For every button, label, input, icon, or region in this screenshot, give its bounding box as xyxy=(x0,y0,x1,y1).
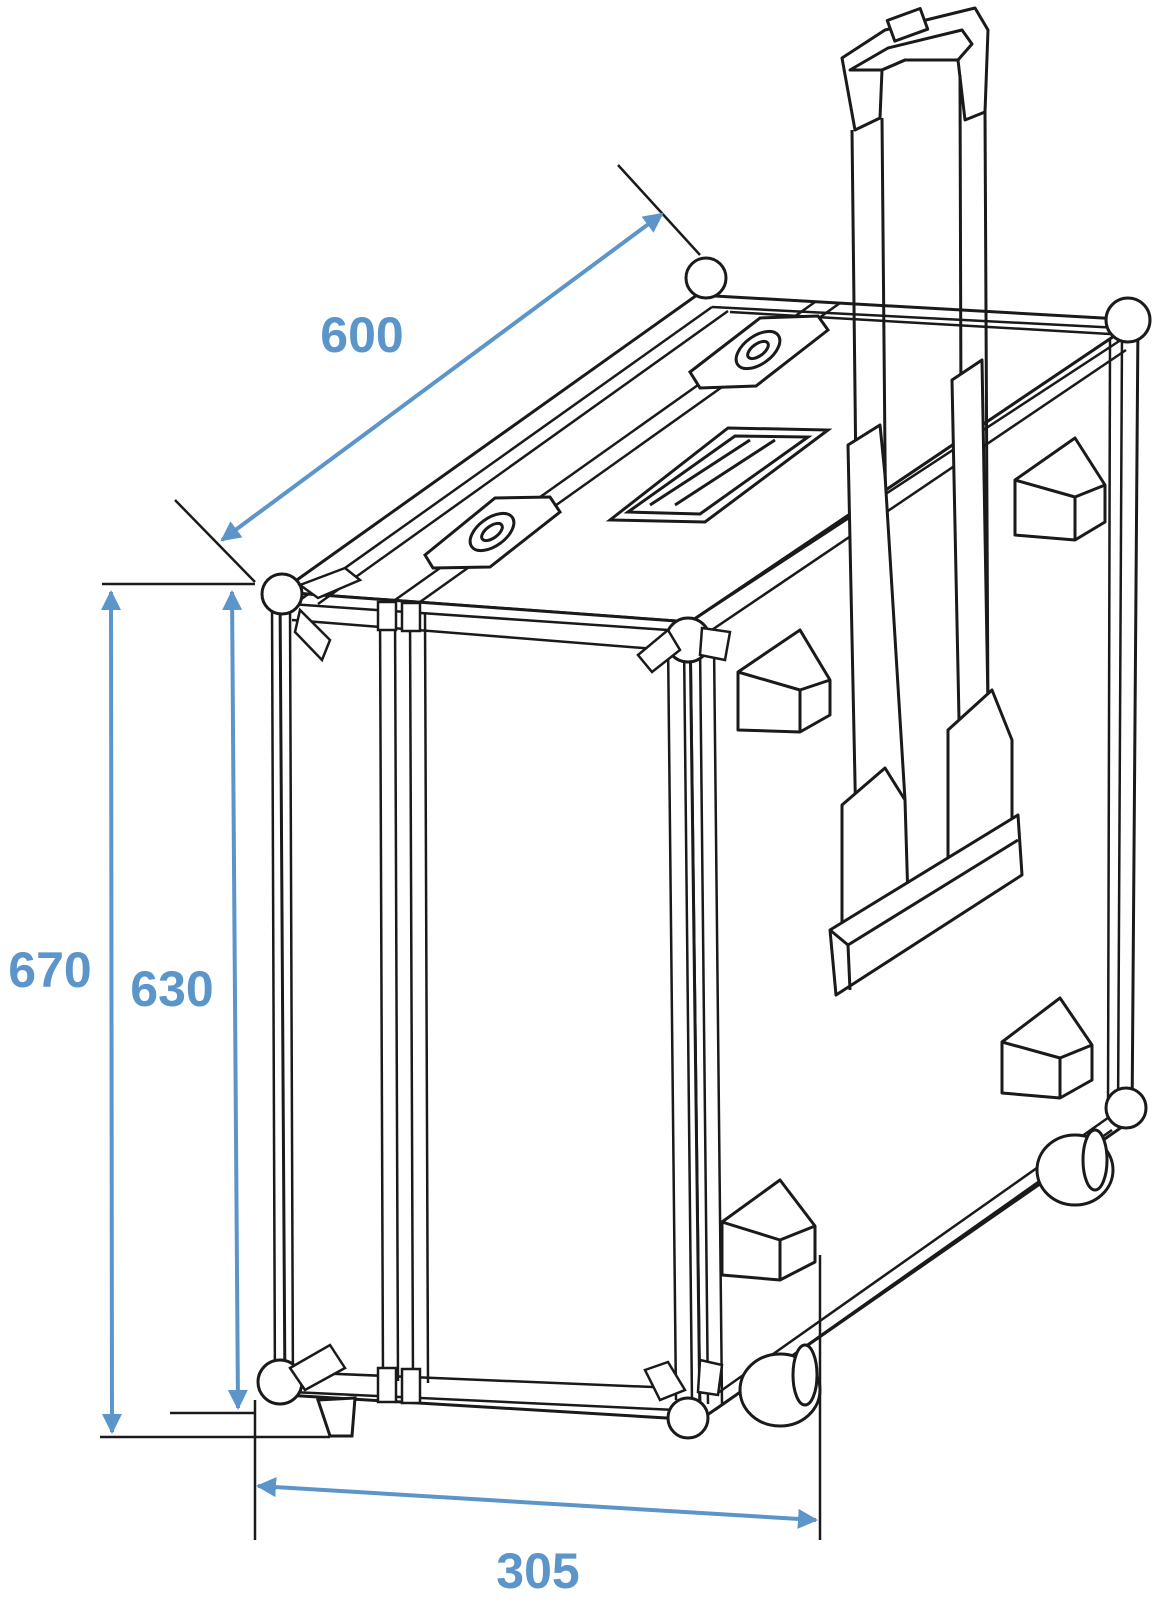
outer-height-dimension-line xyxy=(101,590,122,1434)
outer-height-label: 670 xyxy=(8,942,91,998)
corner-balls xyxy=(256,256,1152,1440)
wheel-front xyxy=(738,1343,822,1428)
depth-dimension-line xyxy=(220,212,664,542)
stacking-cup-3 xyxy=(1000,996,1094,1100)
stacking-cups xyxy=(720,436,1107,1282)
front-frame xyxy=(270,335,1124,1412)
trolley-handle xyxy=(828,6,1024,997)
wheel-rear xyxy=(1035,1128,1115,1207)
latch-rear xyxy=(688,314,831,390)
trolley-base xyxy=(828,813,1024,997)
case-front-face xyxy=(278,590,702,1422)
wheels xyxy=(738,1128,1115,1428)
dimension-arrows xyxy=(101,212,818,1529)
corner-brackets xyxy=(288,566,732,1405)
stacking-cup-2 xyxy=(1013,436,1107,542)
stacking-cup-1 xyxy=(736,628,832,734)
inner-height-label: 630 xyxy=(130,961,213,1017)
width-dimension-line xyxy=(256,1477,818,1529)
front-foot xyxy=(315,1396,357,1438)
depth-label: 600 xyxy=(320,307,403,363)
recessed-handle xyxy=(605,426,833,524)
width-label: 305 xyxy=(496,1543,579,1599)
inner-height-dimension-line xyxy=(222,590,248,1410)
stacking-cup-4 xyxy=(720,1178,817,1282)
extension-lines xyxy=(100,164,822,1540)
